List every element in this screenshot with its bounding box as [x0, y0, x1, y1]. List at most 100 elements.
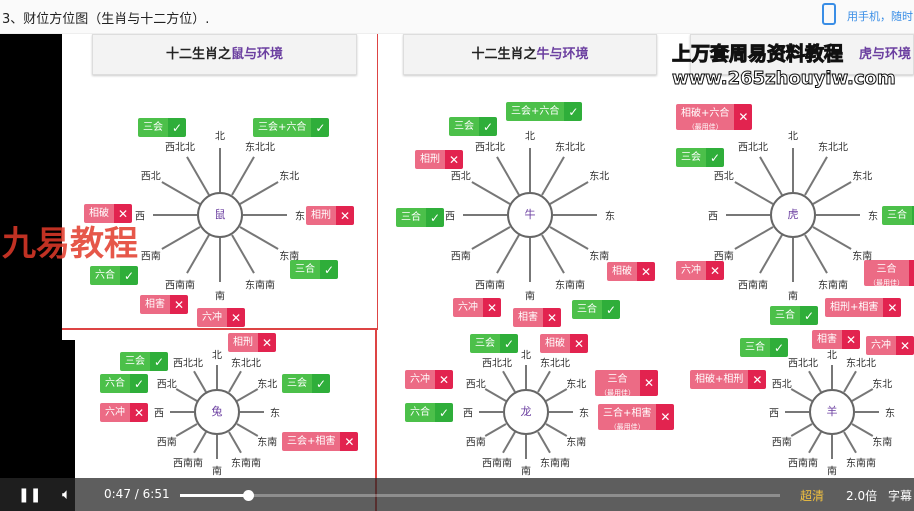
cross-icon: ✕ — [734, 104, 753, 130]
progress-bar[interactable] — [180, 490, 780, 501]
direction-spoke — [851, 422, 874, 437]
direction-label: 东南 — [279, 251, 300, 263]
relation-badge: 六冲✕ — [866, 336, 914, 355]
direction-label: 东 — [885, 408, 895, 420]
relation-badge: 三会+六合✓ — [253, 118, 330, 137]
volume-icon[interactable]: 🔈︎ — [62, 485, 72, 503]
progress-fill — [180, 494, 249, 497]
cross-icon: ✕ — [543, 308, 561, 327]
cross-icon: ✕ — [114, 204, 132, 223]
direction-label: 西北 — [140, 171, 161, 183]
page-title: 3、财位方位图（生肖与十二方位）. — [2, 12, 210, 27]
direction-label: 西北北 — [788, 358, 818, 370]
direction-label: 西南南 — [475, 280, 505, 292]
direction-spoke — [471, 225, 511, 250]
cross-icon: ✕ — [909, 260, 914, 286]
direction-spoke — [758, 234, 783, 274]
cross-icon: ✕ — [435, 370, 453, 389]
direction-label: 东南南 — [818, 280, 848, 292]
direction-spoke — [479, 411, 503, 413]
badge-label: 六冲 — [100, 403, 130, 422]
direction-spoke — [525, 435, 527, 459]
watermark-site-name: 上万套周易资料教程 — [671, 43, 844, 66]
relation-badge: 六合✓ — [405, 403, 453, 422]
direction-spoke — [227, 370, 242, 393]
direction-label: 北 — [525, 131, 535, 143]
cross-icon: ✕ — [258, 333, 276, 352]
player-controls: ❚❚ 🔈︎ 0:47 / 6:51 超清 2.0倍 字幕 — [0, 478, 914, 511]
direction-label: 东北北 — [555, 142, 585, 154]
animal-icon: 兔 — [194, 389, 240, 435]
direction-label: 东北 — [257, 379, 278, 391]
check-icon: ✓ — [770, 338, 788, 357]
relation-badge: 六冲✕ — [405, 370, 453, 389]
relation-badge: 三会+六合✓ — [506, 102, 583, 121]
cross-icon: ✕ — [170, 295, 188, 314]
direction-spoke — [227, 431, 242, 454]
badge-label: 相害 — [513, 308, 543, 327]
relation-badge: 三会+相害✕ — [282, 432, 359, 451]
subtitles-button[interactable]: 字幕 — [888, 489, 913, 503]
watermark-red: 九易教程 — [2, 224, 138, 264]
direction-label: 西南 — [465, 437, 486, 449]
direction-spoke — [812, 225, 852, 250]
mobile-watch-link[interactable]: 用手机，随时 — [847, 10, 913, 23]
direction-label: 西南 — [713, 251, 734, 263]
quality-button[interactable]: 超清 — [800, 489, 825, 503]
direction-spoke — [855, 411, 879, 413]
direction-spoke — [484, 422, 507, 437]
direction-spoke — [545, 387, 568, 402]
direction-spoke — [192, 370, 207, 393]
direction-label: 东 — [605, 211, 615, 223]
direction-label: 北 — [212, 350, 222, 362]
check-icon: ✓ — [426, 208, 444, 227]
direction-spoke — [243, 214, 287, 216]
progress-thumb[interactable] — [243, 490, 255, 501]
direction-label: 西 — [769, 408, 779, 420]
direction-label: 西北北 — [738, 142, 768, 154]
cross-icon: ✕ — [570, 334, 588, 353]
relation-badge: 相破✕ — [84, 204, 132, 223]
check-icon: ✓ — [602, 300, 620, 319]
direction-label: 东北 — [566, 379, 587, 391]
direction-spoke — [501, 370, 516, 393]
badge-label: 相害 — [140, 295, 170, 314]
pause-button[interactable]: ❚❚ — [18, 487, 42, 503]
relation-badge: 三会✓ — [120, 352, 168, 371]
mobile-phone-icon[interactable] — [822, 3, 836, 25]
direction-spoke — [758, 156, 783, 196]
direction-spoke — [192, 431, 207, 454]
relation-badge: 相破✕ — [540, 334, 588, 353]
check-icon: ✓ — [150, 352, 168, 371]
check-icon: ✓ — [500, 334, 518, 353]
direction-spoke — [240, 411, 264, 413]
check-icon: ✓ — [435, 403, 453, 422]
cross-icon: ✕ — [130, 403, 148, 422]
video-frame[interactable]: 十二生肖之鼠与环境 十二生肖之牛与环境 虎与环境 北东北北东北东东南东南南南西南… — [0, 34, 914, 511]
direction-spoke — [540, 234, 565, 274]
relation-badge: 三会✓ — [282, 374, 330, 393]
badge-label: 三会 — [138, 118, 168, 137]
direction-spoke — [790, 387, 813, 402]
direction-label: 西 — [135, 211, 145, 223]
direction-label: 北 — [788, 131, 798, 143]
relation-badge: 三会✓ — [470, 334, 518, 353]
direction-spoke — [842, 370, 857, 393]
direction-spoke — [812, 180, 852, 205]
check-icon: ✓ — [479, 117, 497, 136]
direction-spoke — [726, 214, 770, 216]
direction-label: 东北北 — [231, 358, 261, 370]
speed-button[interactable]: 2.0倍 — [846, 489, 878, 503]
direction-spoke — [484, 387, 507, 402]
direction-label: 西北 — [771, 379, 792, 391]
animal-icon: 牛 — [507, 192, 553, 238]
direction-label: 东北北 — [818, 142, 848, 154]
direction-spoke — [785, 411, 809, 413]
badge-label: 相刑+相害 — [825, 298, 884, 317]
direction-spoke — [536, 431, 551, 454]
relation-badge: 相害✕ — [140, 295, 188, 314]
direction-spoke — [529, 148, 531, 192]
check-icon: ✓ — [912, 206, 914, 225]
direction-label: 南 — [212, 466, 222, 478]
cross-icon: ✕ — [340, 432, 359, 451]
